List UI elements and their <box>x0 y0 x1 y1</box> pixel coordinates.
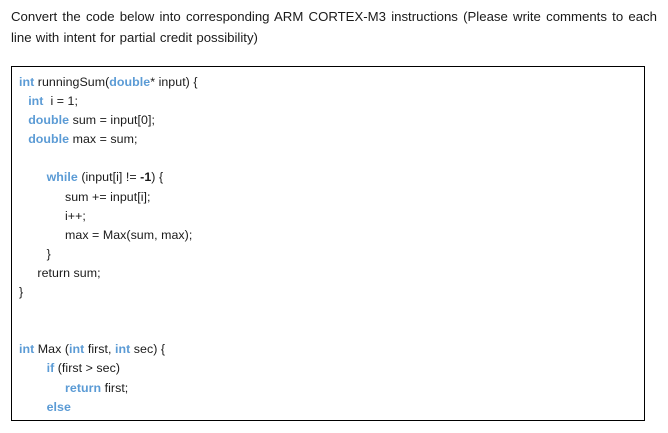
code-line: return sec; <box>19 417 644 420</box>
code-keyword: double <box>109 75 151 89</box>
code-text: Max ( <box>34 342 70 357</box>
code-line: if (first > sec) <box>19 359 644 378</box>
question-prompt: Convert the code below into correspondin… <box>11 9 657 45</box>
code-block-container[interactable]: int runningSum(double* input) {int i = 1… <box>11 66 645 421</box>
code-line: double max = sum; <box>19 130 644 149</box>
code-keyword: int <box>69 342 85 357</box>
code-line: } <box>19 283 644 302</box>
code-keyword: int <box>19 342 35 357</box>
code-line: return sum; <box>19 264 644 283</box>
code-text: i = 1; <box>43 94 78 109</box>
code-line: else <box>19 398 644 417</box>
code-line: max = Max(sum, max); <box>19 226 644 245</box>
code-text: i++; <box>65 208 86 223</box>
code-keyword: int <box>28 94 44 109</box>
code-keyword: return <box>65 380 102 395</box>
code-literal: -1 <box>140 170 152 185</box>
code-keyword: else <box>46 399 71 414</box>
code-text: sum += input[i]; <box>65 189 151 204</box>
code-keyword: if <box>46 361 55 376</box>
code-text: } <box>46 246 51 261</box>
code-line-blank <box>19 149 644 168</box>
code-text: sum = input[0]; <box>69 113 155 128</box>
code-keyword: double <box>28 132 70 147</box>
code-text: first, <box>84 342 116 357</box>
code-line: while (input[i] != -1) { <box>19 168 644 187</box>
code-line: int Max (int first, int sec) { <box>19 340 644 359</box>
code-line: double sum = input[0]; <box>19 111 644 130</box>
code-text: (first > sec) <box>54 361 121 376</box>
code-line-blank <box>19 321 644 340</box>
code-keyword: double <box>28 113 70 128</box>
code-line: int i = 1; <box>19 92 644 111</box>
code-line: return first; <box>19 379 644 398</box>
code-line-blank <box>19 302 644 321</box>
code-keyword: while <box>46 170 78 185</box>
code-text: return sum; <box>37 265 101 280</box>
code-lines[interactable]: int runningSum(double* input) {int i = 1… <box>12 67 644 420</box>
code-text: ) { <box>151 170 164 185</box>
code-text: max = Max(sum, max); <box>65 227 193 242</box>
code-keyword: return <box>65 419 101 420</box>
code-text: * input) { <box>150 75 198 89</box>
code-text: sec; <box>101 419 128 420</box>
code-line: i++; <box>19 207 644 226</box>
code-keyword: int <box>115 342 131 357</box>
code-text: first; <box>101 380 129 395</box>
code-keyword: int <box>19 75 35 89</box>
code-text: (input[i] != <box>77 170 141 185</box>
code-line: sum += input[i]; <box>19 188 644 207</box>
code-line: } <box>19 245 644 264</box>
code-line: int runningSum(double* input) { <box>19 73 644 92</box>
code-text: sec) { <box>130 342 166 357</box>
code-text: runningSum( <box>34 75 110 89</box>
code-text: } <box>19 285 24 300</box>
code-text: max = sum; <box>69 132 138 147</box>
